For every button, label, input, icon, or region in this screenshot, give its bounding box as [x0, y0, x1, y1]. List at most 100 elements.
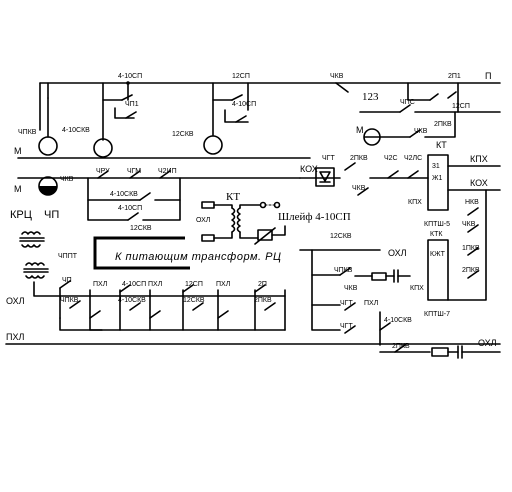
wire	[239, 204, 261, 209]
label-2pkv-lr: 2ПКВ	[392, 343, 410, 350]
contact	[344, 325, 356, 334]
contact-group-4: 2П 2ПКВ	[254, 281, 286, 331]
label-okhl-left: ОХЛ	[6, 296, 25, 306]
coil-chppt2	[25, 275, 45, 279]
contact	[357, 187, 369, 196]
contact	[394, 344, 406, 353]
contact	[217, 310, 229, 319]
resistor-arrow	[254, 227, 276, 245]
relay-zh1	[427, 154, 449, 211]
contact	[127, 212, 139, 221]
bus-p-label: П	[485, 71, 491, 81]
contact	[89, 310, 101, 319]
wire	[102, 82, 123, 101]
contact	[149, 310, 161, 319]
label-12sp: 12СП	[232, 73, 250, 80]
label-krc: КРЦ	[10, 209, 32, 221]
label-ch2s: Ч2С	[384, 155, 398, 162]
label-4-10skv: 4-10СКВ	[62, 127, 90, 134]
label-chkv-lr: ЧКВ	[344, 285, 358, 292]
wire	[424, 111, 456, 138]
contact-group-3: 12СП ПХЛ 12СКВ	[182, 281, 231, 331]
bus-m-label-3: М	[14, 184, 22, 194]
contact	[192, 302, 204, 311]
contact	[387, 170, 399, 179]
label-shleif: Шлейф 4-10СП	[278, 211, 351, 223]
label-1pkv: 1ПКВ	[462, 245, 480, 252]
contact	[254, 284, 266, 293]
coil-secondary	[236, 207, 241, 233]
label-kpkh-lr: КПХ	[410, 285, 424, 292]
label-2p1: 2П1	[448, 73, 461, 80]
contact	[69, 300, 81, 309]
bus-m-label-2: М	[356, 125, 364, 135]
label-chppt: ЧППТ	[58, 253, 78, 260]
label-2pkv-g4: 2ПКВ	[254, 297, 272, 304]
label-kt-transformer: КТ	[226, 191, 240, 203]
fuse-1	[201, 201, 215, 209]
label-pkhl-g3: ПХЛ	[216, 281, 231, 288]
contact	[97, 170, 109, 179]
label-kokh-1: КОХ	[300, 164, 318, 174]
label-chgt-lr: ЧГТ	[340, 300, 353, 307]
label-4-10sp-row: 4-10СП	[118, 205, 142, 212]
label-chp-left: ЧП	[44, 209, 59, 221]
label-pkhl-lr: ПХЛ	[364, 300, 379, 307]
wire	[154, 177, 181, 201]
contact	[429, 93, 439, 101]
label-okhl-lr: ОХЛ	[388, 248, 407, 258]
contact	[467, 207, 479, 216]
label-ktk: КТК	[430, 231, 443, 238]
label-chkv-left: ЧКВ	[60, 176, 74, 183]
coil-krc	[21, 231, 41, 235]
contact	[379, 322, 391, 331]
label-zh1: Ж1	[432, 175, 442, 182]
label-ch2ip: Ч2ИП	[158, 168, 177, 175]
wire	[114, 107, 135, 119]
label-kptsh7: КПТШ-7	[424, 311, 450, 318]
lamp-chpkv	[38, 136, 58, 156]
contact	[182, 284, 194, 293]
contact	[129, 302, 141, 311]
supply-wire	[93, 236, 190, 270]
label-4-10sp-b: 4-10СП	[232, 101, 256, 108]
label-2pkv: 2ПКВ	[434, 121, 452, 128]
label-kpkh-r: КПХ	[408, 199, 422, 206]
contact	[235, 115, 247, 123]
resistor-lr-2	[431, 347, 449, 357]
label-2p-g4: 2П	[258, 281, 267, 288]
lamp-123	[363, 128, 381, 146]
relay-kzht	[427, 239, 449, 301]
label-nkv: НКВ	[465, 199, 479, 206]
wire	[212, 82, 233, 101]
label-kokh-right: КОХ	[470, 178, 488, 188]
contact	[121, 94, 133, 101]
contact	[344, 302, 356, 311]
contact	[139, 192, 151, 201]
label-kpkh-right: КПХ	[470, 154, 488, 164]
label-chkv-rr: ЧКВ	[462, 221, 476, 228]
diode-box	[315, 167, 335, 187]
wire	[224, 109, 249, 123]
label-12skv-g3: 12СКВ	[183, 297, 205, 304]
label-12skv: 12СКВ	[172, 131, 194, 138]
label-pitanie: К питающим трансформ. РЦ	[115, 251, 281, 263]
diode	[319, 171, 331, 182]
label-12skv-lr: 12СКВ	[330, 233, 352, 240]
label-chgt-r: ЧГТ	[322, 155, 335, 162]
label-chpkv-lr: ЧПКВ	[334, 267, 353, 274]
wire	[33, 281, 61, 297]
wire	[213, 231, 233, 239]
label-31: 31	[432, 163, 440, 170]
contact	[407, 170, 419, 179]
contact	[59, 280, 71, 289]
label-chkv-r2: ЧКВ	[352, 185, 366, 192]
contact	[231, 94, 243, 101]
contact	[339, 267, 351, 276]
wire	[447, 189, 487, 301]
wire	[87, 199, 129, 221]
coil-primary	[231, 207, 236, 233]
contact	[125, 111, 137, 119]
label-2pkv-rr: 2ПКВ	[462, 267, 480, 274]
label-12skv-row: 12СКВ	[130, 225, 152, 232]
